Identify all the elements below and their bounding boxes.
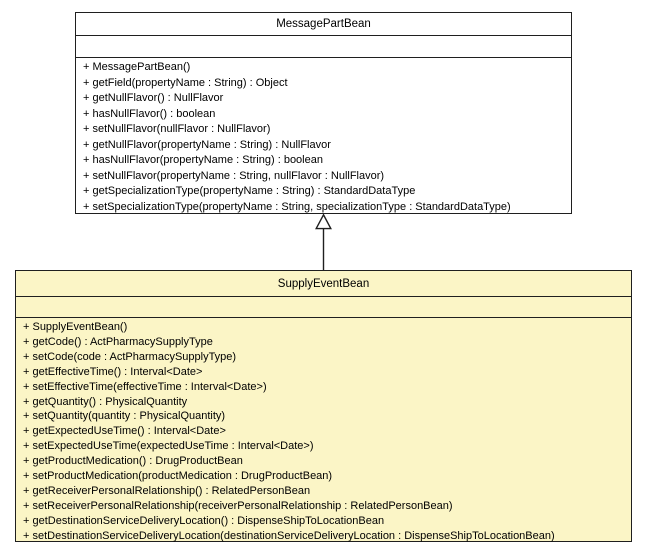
class-name-supplyeventbean: SupplyEventBean bbox=[16, 271, 631, 297]
method-row: + hasNullFlavor() : boolean bbox=[83, 107, 216, 120]
method-row: + setSpecializationType(propertyName : S… bbox=[83, 200, 511, 213]
method-row: + setQuantity(quantity : PhysicalQuantit… bbox=[23, 410, 226, 423]
method-row: + getCode() : ActPharmacySupplyType bbox=[23, 335, 213, 348]
method-row: + setCode(code : ActPharmacySupplyType) bbox=[23, 350, 237, 363]
method-row: + setNullFlavor(nullFlavor : NullFlavor) bbox=[83, 123, 271, 135]
method-row: + setNullFlavor(propertyName : String, n… bbox=[83, 169, 385, 182]
hollow-triangle-icon bbox=[315, 213, 332, 230]
method-row: + getNullFlavor() : NullFlavor bbox=[83, 92, 224, 104]
method-row: + setDestinationServiceDeliveryLocation(… bbox=[23, 529, 555, 542]
method-row: + SupplyEventBean() bbox=[23, 321, 128, 333]
method-row: + getSpecializationType(propertyName : S… bbox=[83, 185, 416, 197]
attributes-compartment bbox=[76, 36, 571, 58]
method-row: + getEffectiveTime() : Interval<Date> bbox=[23, 365, 203, 378]
method-row: + setEffectiveTime(effectiveTime : Inter… bbox=[23, 380, 267, 393]
attributes-compartment bbox=[16, 297, 631, 318]
methods-compartment: + MessagePartBean() + getField(propertyN… bbox=[76, 58, 571, 215]
method-row: + getProductMedication() : DrugProductBe… bbox=[23, 455, 243, 468]
class-box-messagepartbean: MessagePartBean + MessagePartBean() + ge… bbox=[75, 12, 572, 214]
method-row: + hasNullFlavor(propertyName : String) :… bbox=[83, 154, 323, 166]
methods-compartment: + SupplyEventBean() + getCode() : ActPha… bbox=[16, 318, 631, 544]
method-row: + getDestinationServiceDeliveryLocation(… bbox=[23, 514, 385, 527]
method-row: + setReceiverPersonalRelationship(receiv… bbox=[23, 499, 453, 512]
method-row: + getQuantity() : PhysicalQuantity bbox=[23, 395, 188, 408]
class-name-messagepartbean: MessagePartBean bbox=[76, 13, 571, 36]
method-row: + MessagePartBean() bbox=[83, 61, 191, 73]
method-row: + setExpectedUseTime(expectedUseTime : I… bbox=[23, 440, 314, 453]
method-row: + getNullFlavor(propertyName : String) :… bbox=[83, 138, 331, 151]
method-row: + getReceiverPersonalRelationship() : Re… bbox=[23, 484, 311, 497]
method-row: + getField(propertyName : String) : Obje… bbox=[83, 76, 288, 89]
method-row: + getExpectedUseTime() : Interval<Date> bbox=[23, 425, 226, 438]
class-box-supplyeventbean: SupplyEventBean + SupplyEventBean() + ge… bbox=[15, 270, 632, 542]
method-row: + setProductMedication(productMedication… bbox=[23, 470, 333, 483]
